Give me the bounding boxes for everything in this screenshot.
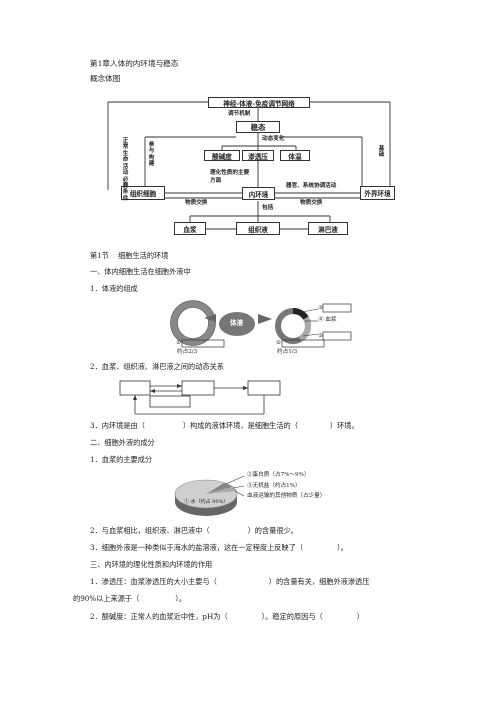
q3-suffix: ）环境。: [329, 421, 359, 430]
r2-suffix: ）: [356, 612, 364, 621]
lymph-box: 淋巴液: [308, 222, 348, 235]
material-exchange-right: 物质交换: [300, 200, 323, 206]
r2-prefix: 2．酸碱度：正常人的血浆近中性，pH为（: [90, 612, 228, 621]
fluid-label-1: ①: [176, 340, 182, 346]
heading-3: 三、内环境的理化性质和内环境的作用: [90, 560, 213, 569]
plasma-box: 血浆: [174, 222, 206, 235]
q1-body-fluid: 1．体液的组成: [90, 284, 138, 293]
r2-ph: 2．酸碱度：正常人的血浆近中性，pH为（ ）。稳定的原因与（ ）: [90, 613, 364, 620]
fluid-label-4: ④ 血浆: [318, 317, 337, 323]
fluid-ratio-2: 约占1/3: [277, 349, 298, 355]
osmotic-box: 渗透压: [242, 150, 274, 161]
tissue-cell-box: 组织细胞: [121, 186, 165, 200]
tissue-fluid-box: 组织液: [236, 222, 280, 235]
r1-prefix: 1．渗透压：血浆渗透压的大小主要与（: [90, 577, 217, 586]
r1-suffix: ）的含量有关，细胞外液渗透压: [268, 577, 370, 586]
pie-inorganic: ③无机盐（约占1%）: [247, 483, 301, 489]
material-exchange-left: 物质交换: [185, 200, 208, 206]
pie-graphic: [174, 475, 245, 516]
dynamic-relation-graphic: [119, 380, 281, 415]
ph-box: 酸碱度: [204, 150, 240, 161]
regulation-mechanism-label: 调节机制: [228, 111, 251, 117]
dynamic-change-label: 动态变化: [262, 136, 285, 142]
q3-prefix: 3．内环境是由（: [90, 421, 145, 430]
r2-mid: ）。稳定的原因与（: [261, 612, 323, 621]
fluid-label-3: ③: [318, 305, 324, 311]
p2-suffix: ）的含量很少。: [247, 526, 298, 535]
basis-label: 基础: [378, 146, 385, 159]
body-fluid-graphic: [170, 300, 352, 348]
external-env-box: 外界环境: [360, 186, 395, 200]
organs-systems-label: 器官、系统协调活动: [286, 183, 337, 189]
network-box: 神经-体液-免疫调节网络: [208, 97, 310, 108]
physchem-label: 理化性质的主要方面: [210, 170, 250, 184]
p3-prefix: 3．细胞外液是一种类似于海水的盐溶液，这在一定程度上反映了（: [90, 543, 304, 552]
r1-cont-prefix: 的90%以上来源于（: [73, 594, 140, 603]
temperature-box: 体温: [280, 150, 310, 161]
chapter-title: 第1章人体的内环境与稳态: [90, 59, 179, 68]
p2-prefix: 2．与血浆相比，组织液、淋巴液中（: [90, 526, 210, 535]
pie-water: ① 水（约占 90%）: [184, 499, 229, 505]
concept-map-connectors: [107, 101, 391, 230]
fluid-label-5: ⑤: [318, 333, 324, 339]
fluid-label-2: ②: [276, 340, 282, 346]
body-fluid-center-label: 体液: [230, 319, 244, 327]
q3-mid: ）构成的液体环境，是细胞生活的（: [182, 421, 298, 430]
q3-internal-env: 3．内环境是由（ ）构成的液体环境，是细胞生活的（ ）环境。: [90, 422, 359, 429]
section-title: 第1节 细胞生活的环境: [90, 251, 169, 260]
p3-seawater: 3．细胞外液是一种类似于海水的盐溶液，这在一定程度上反映了（ ）。: [90, 544, 348, 551]
p1-plasma-components: 1．血浆的主要成分: [90, 455, 153, 464]
heading-2: 二、细胞外液的成分: [90, 438, 155, 447]
concept-map-title: 概念体图: [90, 74, 121, 83]
r1-osmotic-cont: 的90%以上来源于（ ）。: [73, 595, 186, 602]
r1-cont-suffix: ）。: [175, 594, 187, 603]
internal-env-box: 内环境: [242, 187, 275, 200]
homeostasis-box: 稳态: [236, 121, 280, 133]
left-vertical-label: 正常生命活动必要条件: [122, 138, 129, 202]
fluid-ratio-1: 约占2/3: [177, 349, 198, 355]
includes-label: 包括: [262, 205, 274, 211]
p3-suffix: ）。: [337, 543, 348, 552]
q2-dynamic-relation: 2．血浆、组织液、淋巴液之间的动态关系: [90, 362, 224, 371]
r1-osmotic: 1．渗透压：血浆渗透压的大小主要与（ ）的含量有关，细胞外液渗透压: [90, 578, 369, 585]
participate-label: 参与构建: [148, 142, 155, 168]
p2-components: 2．与血浆相比，组织液、淋巴液中（ ）的含量很少。: [90, 527, 298, 534]
pie-other: 血液运输的其他物质（占少量）: [247, 493, 326, 499]
heading-1: 一、体内细胞生活在细胞外液中: [90, 267, 191, 276]
pie-protein: ②蛋白质（占7%～9%）: [247, 472, 310, 478]
